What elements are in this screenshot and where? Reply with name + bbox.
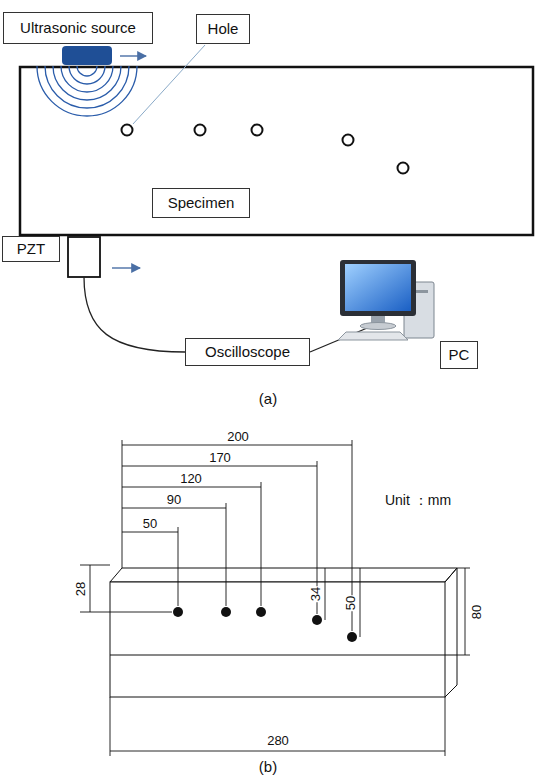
node-text: Specimen	[168, 195, 235, 212]
holes	[122, 125, 409, 174]
dimension-label: 28	[74, 581, 87, 597]
panel-label: (a)	[258, 391, 278, 406]
node-text: Ultrasonic source	[20, 20, 136, 37]
ultrasonic-transducer	[62, 46, 112, 65]
dimension-label: 50	[142, 517, 158, 530]
dimension-label: 34	[309, 586, 322, 602]
instrument-box: Oscilloscope	[185, 338, 310, 366]
holes	[173, 607, 357, 642]
label-box: Hole	[196, 14, 250, 44]
ultrasonic-waves	[37, 66, 137, 116]
pc-icon	[338, 260, 434, 340]
dimension-label: 200	[226, 430, 250, 443]
motion-arrow	[112, 267, 140, 268]
panel-label: (b)	[258, 759, 278, 774]
cable	[84, 277, 185, 352]
specimen-body	[20, 67, 533, 235]
label-box: PZT	[2, 236, 60, 262]
node-text: PZT	[17, 241, 45, 258]
leader-line	[133, 45, 205, 124]
dimension-label: 170	[208, 451, 232, 464]
dimension-lines	[80, 440, 470, 756]
specimen-block	[110, 568, 457, 697]
pzt-sensor	[68, 237, 100, 277]
motion-arrow	[120, 55, 146, 56]
dimension-label: 90	[166, 493, 182, 506]
label-box: Ultrasonic source	[3, 12, 153, 44]
unit-note: Unit ：mm	[384, 493, 452, 507]
dimension-label: 50	[344, 595, 357, 611]
node-text: Hole	[208, 21, 239, 38]
dimension-label: 120	[179, 472, 203, 485]
node-text: Oscilloscope	[205, 344, 290, 361]
dimension-label: 280	[266, 734, 290, 747]
label-box: PC	[440, 341, 478, 369]
dimension-label: 80	[470, 604, 483, 620]
node-text: PC	[449, 347, 470, 364]
label-box: Specimen	[152, 188, 250, 218]
